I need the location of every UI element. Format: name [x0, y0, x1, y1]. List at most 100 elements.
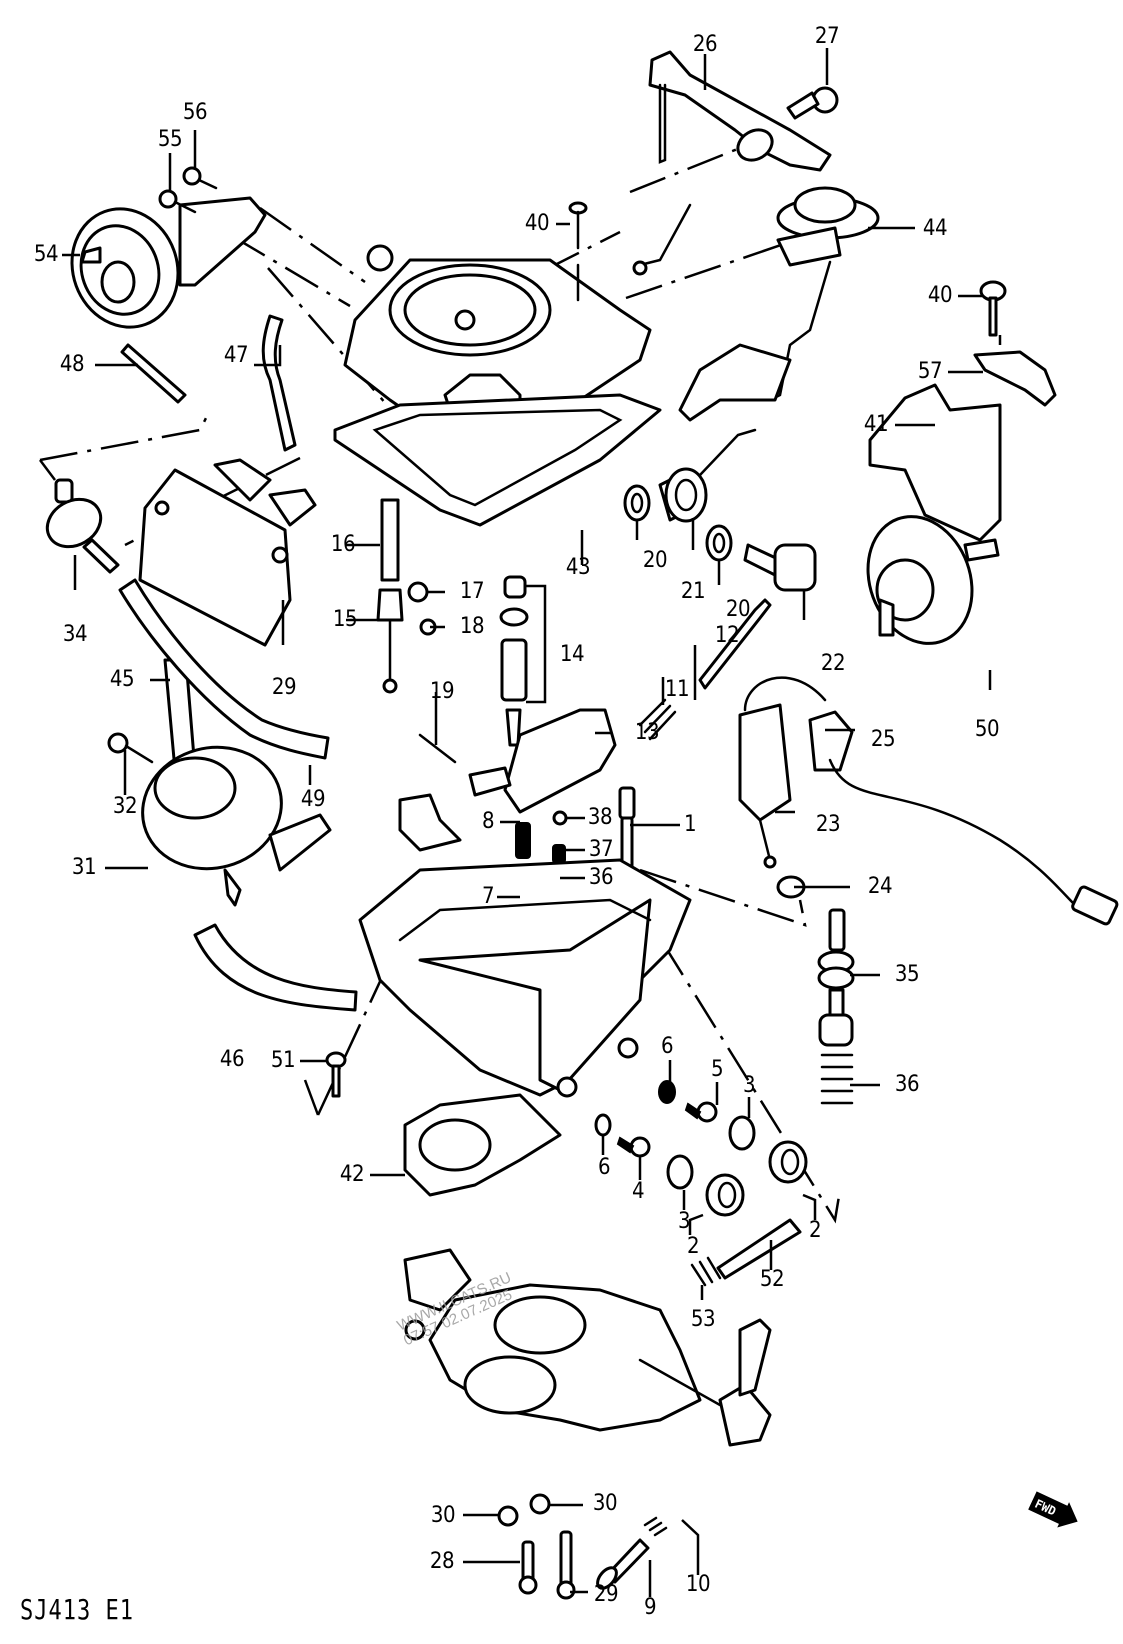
- callout-57: 57: [917, 359, 943, 384]
- callout-53: 53: [690, 1307, 716, 1332]
- part-5-screw: [684, 1101, 718, 1123]
- callout-2-b: 2: [686, 1234, 700, 1259]
- callout-32: 32: [112, 794, 138, 819]
- callout-20-a: 20: [642, 548, 668, 573]
- carburetor-main-body: [358, 793, 692, 1098]
- part-28-screw: [518, 1540, 538, 1595]
- callout-41: 41: [863, 412, 889, 437]
- callout-44: 44: [922, 216, 948, 241]
- part-3-washer-b: [666, 1154, 694, 1190]
- callout-6-b: 6: [597, 1155, 611, 1180]
- part-54-diaphragm: [70, 196, 267, 329]
- part-21-banjo: [658, 428, 757, 523]
- callout-26: 26: [692, 32, 718, 57]
- part-56-screw: [182, 166, 218, 190]
- part-30-washer-b: [529, 1493, 551, 1515]
- part-6-plug-b: [594, 1113, 612, 1137]
- carburetor-throttle-body: [403, 1248, 772, 1447]
- callout-43: 43: [565, 555, 591, 580]
- part-25-connector: [808, 710, 1119, 926]
- callout-36: 36: [894, 1072, 920, 1097]
- part-2-plug-a: [768, 1140, 808, 1184]
- part-42-gasket: [403, 1093, 562, 1197]
- callout-19: 19: [429, 679, 455, 704]
- callout-23: 23: [815, 812, 841, 837]
- part-43-gasket: [333, 393, 662, 527]
- callout-31: 31: [71, 855, 97, 880]
- part-38-jet: [552, 844, 566, 864]
- callout-3-a: 3: [742, 1073, 756, 1098]
- part-16-spring: [380, 498, 400, 582]
- part-20-washer-b: [705, 524, 733, 562]
- part-13-float: [468, 708, 617, 814]
- callout-3-b: 3: [677, 1209, 691, 1234]
- callout-21: 21: [680, 579, 706, 604]
- callout-30-b: 30: [592, 1491, 618, 1516]
- part-34-filter: [45, 478, 120, 574]
- part-39-plug: [552, 810, 568, 826]
- part-55-screw: [158, 189, 197, 214]
- callout-15: 15: [332, 607, 358, 632]
- part-14-pump: [499, 575, 529, 747]
- callout-46: 46: [219, 1047, 245, 1072]
- part-31-diaphragm: [141, 745, 332, 907]
- part-3-washer-a: [728, 1115, 756, 1151]
- part-20-washer-a: [623, 484, 651, 522]
- callout-10: 10: [685, 1572, 711, 1597]
- callout-12: 12: [714, 623, 740, 648]
- callout-16: 16: [330, 532, 356, 557]
- callout-29: 29: [593, 1582, 619, 1607]
- part-9-screw: [596, 1538, 650, 1590]
- callout-50: 50: [974, 717, 1000, 742]
- arrow-right-icon: FWD: [1028, 1491, 1078, 1528]
- part-51-screw: [325, 1051, 347, 1098]
- part-17-clip: [407, 581, 429, 603]
- callout-4: 4: [631, 1179, 645, 1204]
- callout-55: 55: [157, 127, 183, 152]
- part-48-hose: [120, 343, 187, 404]
- callout-11: 11: [664, 677, 690, 702]
- part-35-valve: [817, 908, 855, 1047]
- callout-54: 54: [33, 242, 59, 267]
- forward-direction-arrow-icon: FWD: [1026, 1488, 1083, 1535]
- part-40-screw-top: [568, 201, 588, 302]
- part-36-spring: [820, 1053, 854, 1105]
- part-6-plug-a: [658, 1080, 676, 1104]
- callout-25: 25: [870, 727, 896, 752]
- part-1-jet: [618, 786, 636, 870]
- callout-20-b: 20: [725, 597, 751, 622]
- callout-49: 49: [300, 787, 326, 812]
- part-4-screw: [616, 1136, 651, 1158]
- callout-37: 36: [588, 865, 614, 890]
- callout-18: 18: [459, 614, 485, 639]
- callout-24: 24: [867, 874, 893, 899]
- callout-47: 47: [223, 343, 249, 368]
- part-10-spring: [643, 1516, 668, 1537]
- callout-45: 45: [109, 667, 135, 692]
- callout-35: 35: [894, 962, 920, 987]
- callout-34: 34: [62, 622, 88, 647]
- callout-7: 7: [481, 884, 495, 909]
- part-46-hose: [193, 923, 358, 1012]
- part-2-plug-b: [705, 1173, 745, 1217]
- callout-48: 48: [59, 352, 85, 377]
- part-15-needle-valve: [376, 588, 404, 694]
- part-53-spring: [690, 1256, 722, 1287]
- callout-40-right: 40: [927, 283, 953, 308]
- callout-38: 37: [588, 837, 614, 862]
- part-29-screw: [556, 1530, 576, 1600]
- leader-lines: [62, 48, 1002, 1597]
- callout-13: 13: [634, 720, 660, 745]
- callout-27: 27: [814, 24, 840, 49]
- part-40-screw-right: [979, 280, 1007, 337]
- part-19-pin: [418, 733, 457, 764]
- diagram-code-label: SJ413 E1: [20, 1595, 134, 1627]
- callout-33: 29: [271, 675, 297, 700]
- part-8-jet: [515, 822, 531, 859]
- part-12-needle: [698, 598, 772, 690]
- part-47-hose: [261, 314, 297, 452]
- part-11-spring: [638, 698, 677, 741]
- part-44-diaphragm: [678, 186, 880, 422]
